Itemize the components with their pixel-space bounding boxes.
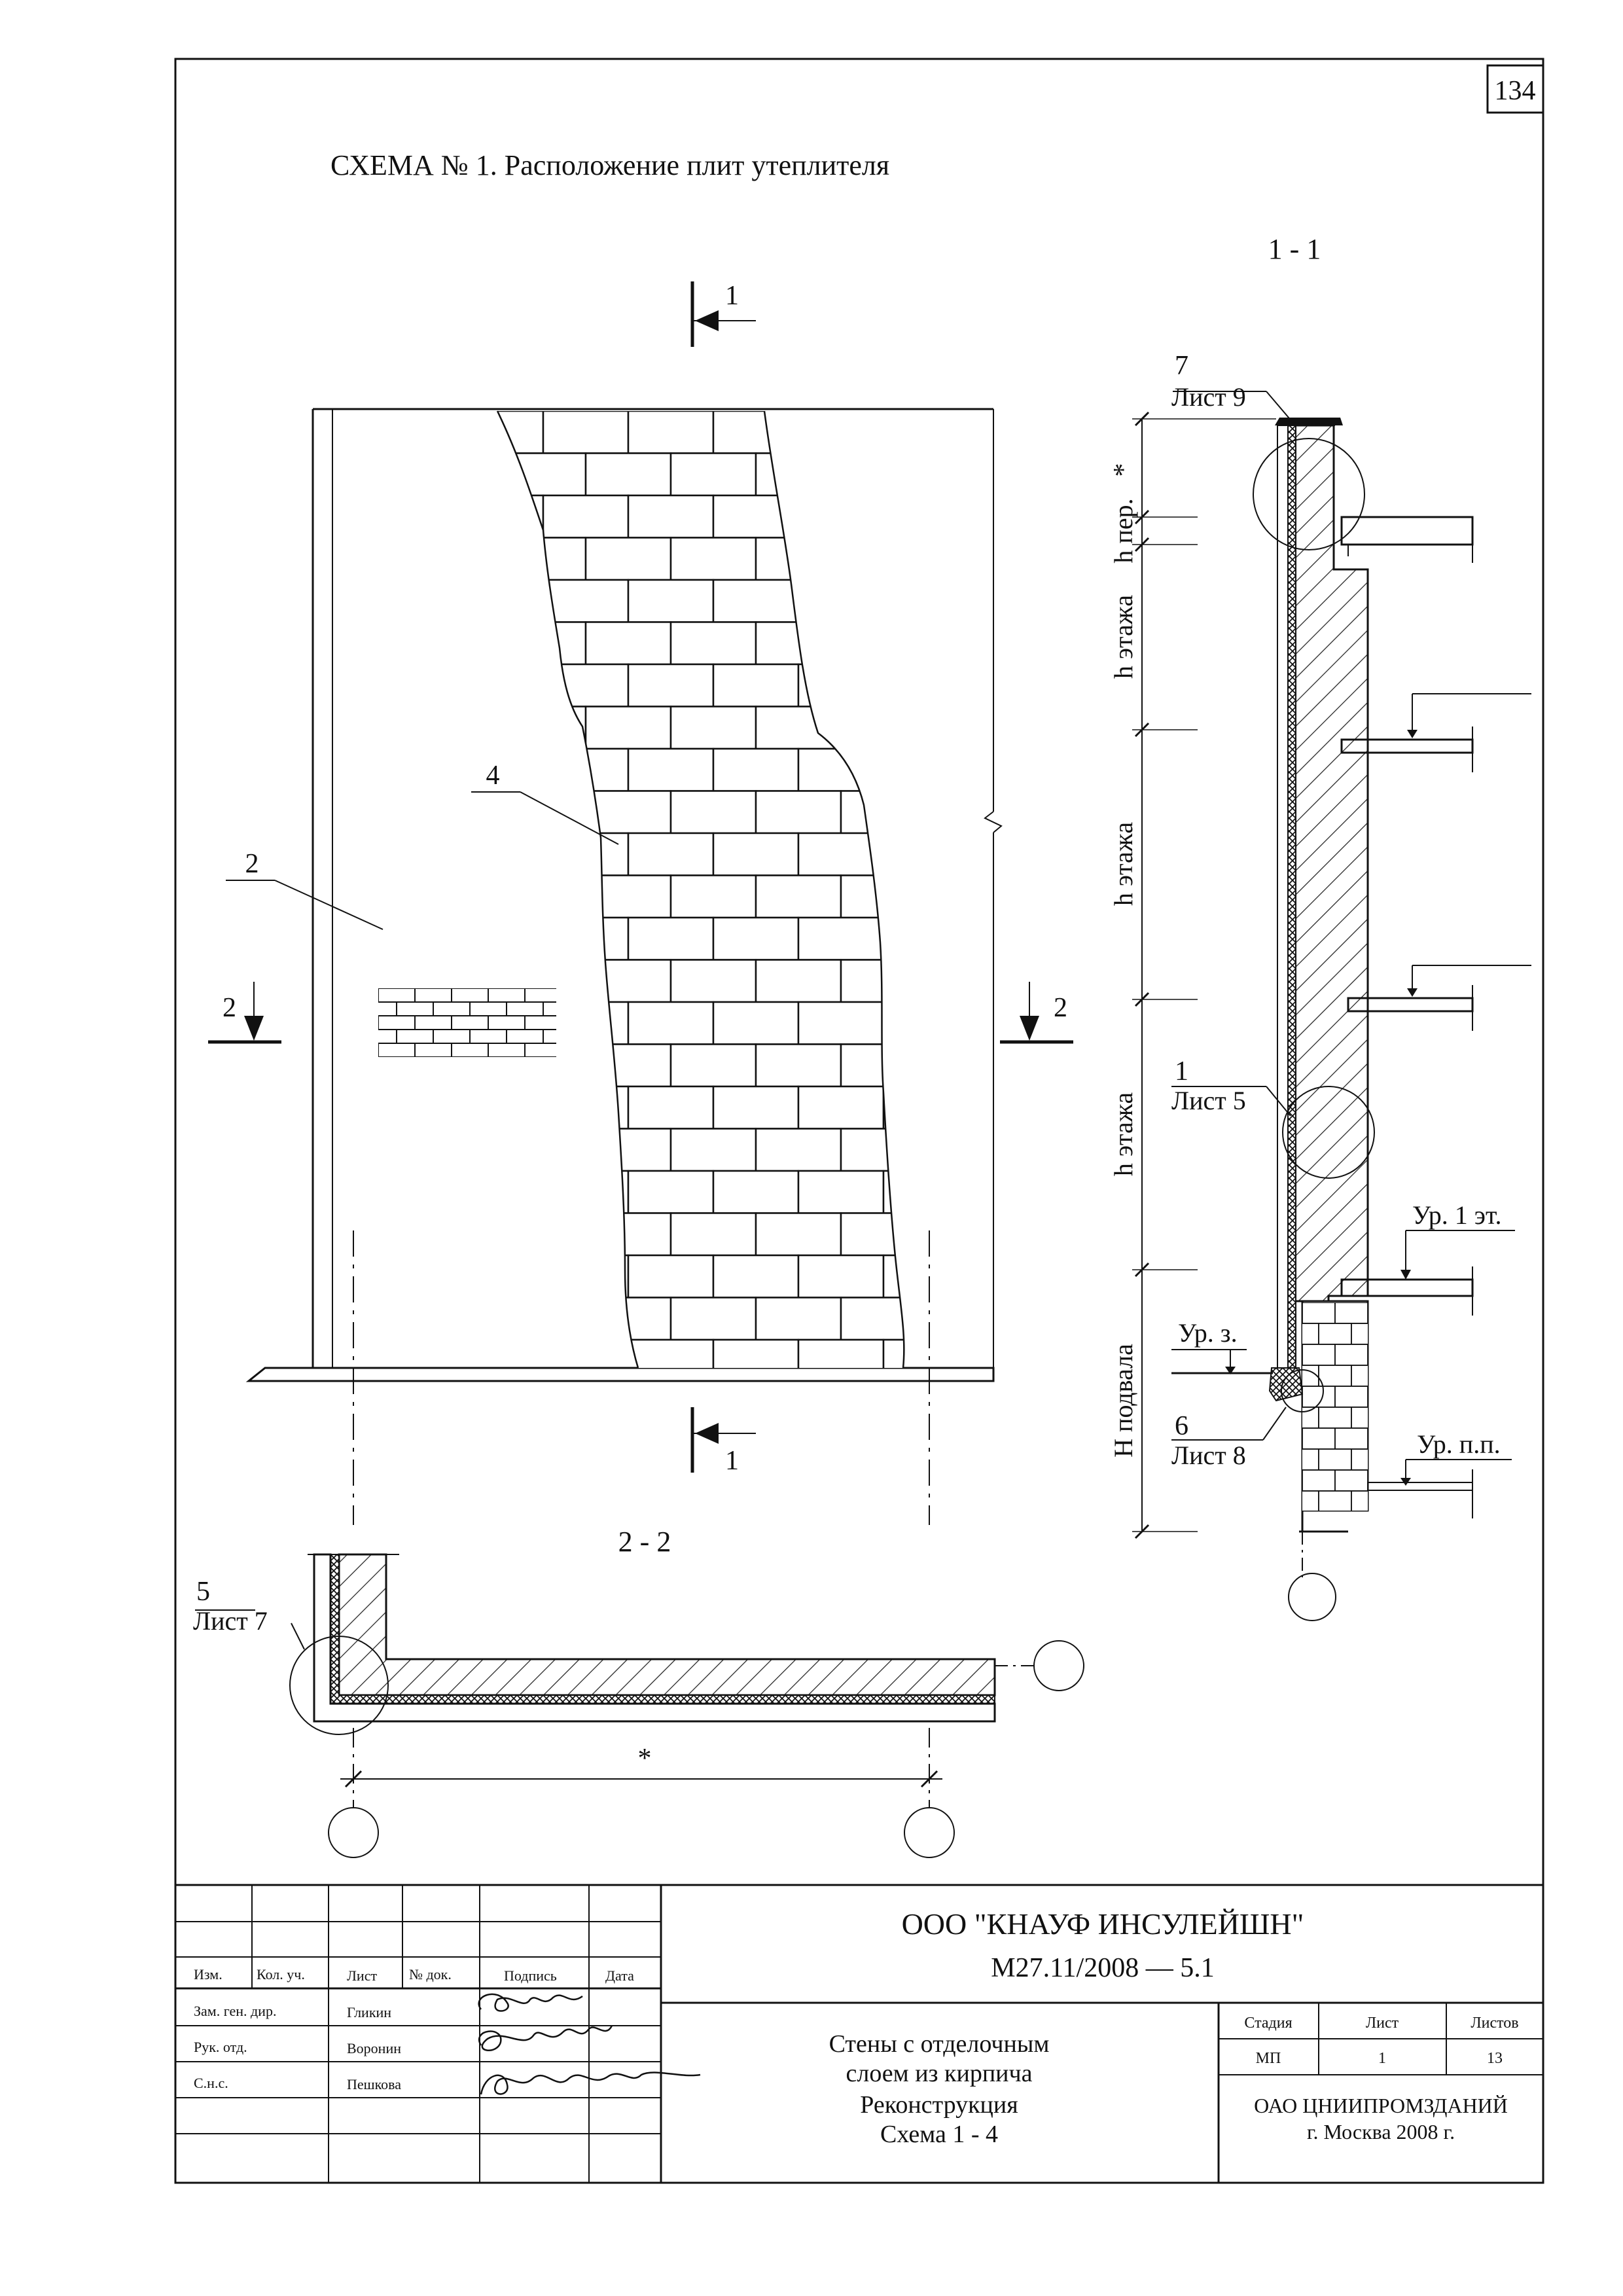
tb-sheets-value: 13 — [1487, 2050, 1503, 2067]
tb-header-doc: № док. — [409, 1966, 452, 1982]
level-ground-label: Ур. з. — [1178, 1318, 1238, 1348]
dim-h-floor-2: h этажа — [1109, 822, 1138, 906]
tb-sheet-value: 1 — [1378, 2050, 1386, 2067]
level-floor1-label: Ур. 1 эт. — [1412, 1200, 1501, 1230]
detail-circle-1 — [1282, 1086, 1375, 1179]
level-marker-upper — [1407, 693, 1531, 997]
callout-5-sheet: Лист 7 — [193, 1606, 268, 1636]
signature-voronin — [478, 2025, 613, 2051]
callout-7: 7 — [1175, 351, 1188, 381]
tb-name-1: Воронин — [347, 2040, 401, 2056]
dim-star-vertical: * — [1109, 463, 1139, 477]
axis-bubble-center — [904, 1807, 955, 1858]
callout-7-sheet: Лист 9 — [1171, 382, 1246, 412]
sheet-number: 134 — [1495, 76, 1536, 106]
axis-bubble-section — [1288, 1573, 1336, 1621]
plan-dim-star: * — [638, 1744, 652, 1774]
callout-4: 4 — [486, 761, 500, 791]
tb-desc-line-4: Схема 1 - 4 — [880, 2121, 998, 2148]
tb-role-2: С.н.с. — [194, 2075, 228, 2091]
callout-5: 5 — [196, 1577, 210, 1607]
detail-circle-7 — [1253, 438, 1365, 550]
title-block — [174, 1884, 1544, 2184]
tb-name-0: Гликин — [347, 2004, 391, 2020]
level-basement-label: Ур. п.п. — [1417, 1429, 1501, 1459]
section-2-2-title: 2 - 2 — [618, 1526, 671, 1558]
tb-header-kol: Кол. уч. — [257, 1966, 305, 1982]
tb-sheet-header: Лист — [1366, 2015, 1399, 2032]
tb-desc-line-1: Стены с отделочным — [829, 2030, 1050, 2058]
section-1-1 — [1268, 418, 1474, 1577]
dim-h-floor-1: h этажа — [1109, 595, 1138, 679]
section-1-1-title: 1 - 1 — [1268, 233, 1321, 265]
tb-header-list: Лист — [347, 1967, 377, 1984]
section-cut-2-right: 2 — [1000, 982, 1073, 1044]
tb-header-date: Дата — [605, 1967, 634, 1984]
detail-circle-6 — [1281, 1369, 1324, 1412]
tb-stage-value: МП — [1256, 2050, 1281, 2067]
brick-symbol — [378, 988, 556, 1057]
callout-1: 1 — [1175, 1056, 1188, 1086]
callout-6: 6 — [1175, 1411, 1188, 1441]
tb-header-signature: Подпись — [504, 1967, 557, 1984]
signature-glikin — [478, 1993, 583, 2012]
section-cut-2-left: 2 — [208, 982, 281, 1044]
sheet-number-box — [1486, 64, 1544, 114]
section-cut-1-bottom: 1 — [690, 1407, 756, 1476]
plan-section-2-2 — [308, 1553, 996, 1723]
tb-organization: ООО "КНАУФ ИНСУЛЕЙШН" — [902, 1907, 1304, 1941]
tb-header-izm: Изм. — [194, 1966, 223, 1982]
level-marker-basement-floor: Ур. п.п. — [1400, 1429, 1512, 1486]
tb-institute: ОАО ЦНИИПРОМЗДАНИЙ — [1254, 2094, 1508, 2117]
svg-text:1: 1 — [725, 1446, 739, 1476]
wall-elevation — [245, 408, 1003, 1525]
tb-name-2: Пешкова — [347, 2076, 401, 2092]
section-cut-1-top: 1 — [690, 281, 756, 347]
axis-bubble-right — [1033, 1640, 1084, 1691]
tb-role-0: Зам. ген. дир. — [194, 2003, 276, 2019]
signature-peshkova — [480, 2072, 701, 2095]
tb-desc-line-2: слоем из кирпича — [846, 2060, 1033, 2087]
brick-cladding — [497, 411, 904, 1368]
dim-h-per: h пер. — [1109, 498, 1138, 563]
svg-text:2: 2 — [223, 993, 236, 1023]
dim-h-basement: H подвала — [1109, 1344, 1138, 1458]
detail-circle-5 — [289, 1636, 389, 1735]
dim-h-floor-3: h этажа — [1109, 1092, 1138, 1177]
tb-role-1: Рук. отд. — [194, 2039, 247, 2055]
tb-stage-header: Стадия — [1244, 2015, 1292, 2032]
tb-desc-line-3: Реконструкция — [860, 2091, 1018, 2119]
level-marker-ground: Ур. з. — [1171, 1318, 1273, 1374]
svg-text:1: 1 — [725, 281, 739, 311]
brick-break-outline — [496, 410, 639, 1369]
tb-document-code: М27.11/2008 — 5.1 — [991, 1953, 1214, 1983]
tb-city-year: г. Москва 2008 г. — [1307, 2120, 1455, 2144]
level-marker-floor1: Ур. 1 эт. — [1400, 1200, 1515, 1280]
callout-2: 2 — [245, 849, 259, 879]
axis-bubble-left — [328, 1807, 379, 1858]
dimension-chain: * h пер. h этажа h этажа h этажа H подва… — [1109, 411, 1276, 1539]
callout-1-sheet: Лист 5 — [1171, 1086, 1246, 1115]
scheme-title: СХЕМА № 1. Расположение плит утеплителя — [330, 149, 889, 181]
tb-sheets-header: Листов — [1471, 2015, 1518, 2032]
svg-text:2: 2 — [1054, 993, 1067, 1023]
callout-6-sheet: Лист 8 — [1171, 1441, 1246, 1470]
